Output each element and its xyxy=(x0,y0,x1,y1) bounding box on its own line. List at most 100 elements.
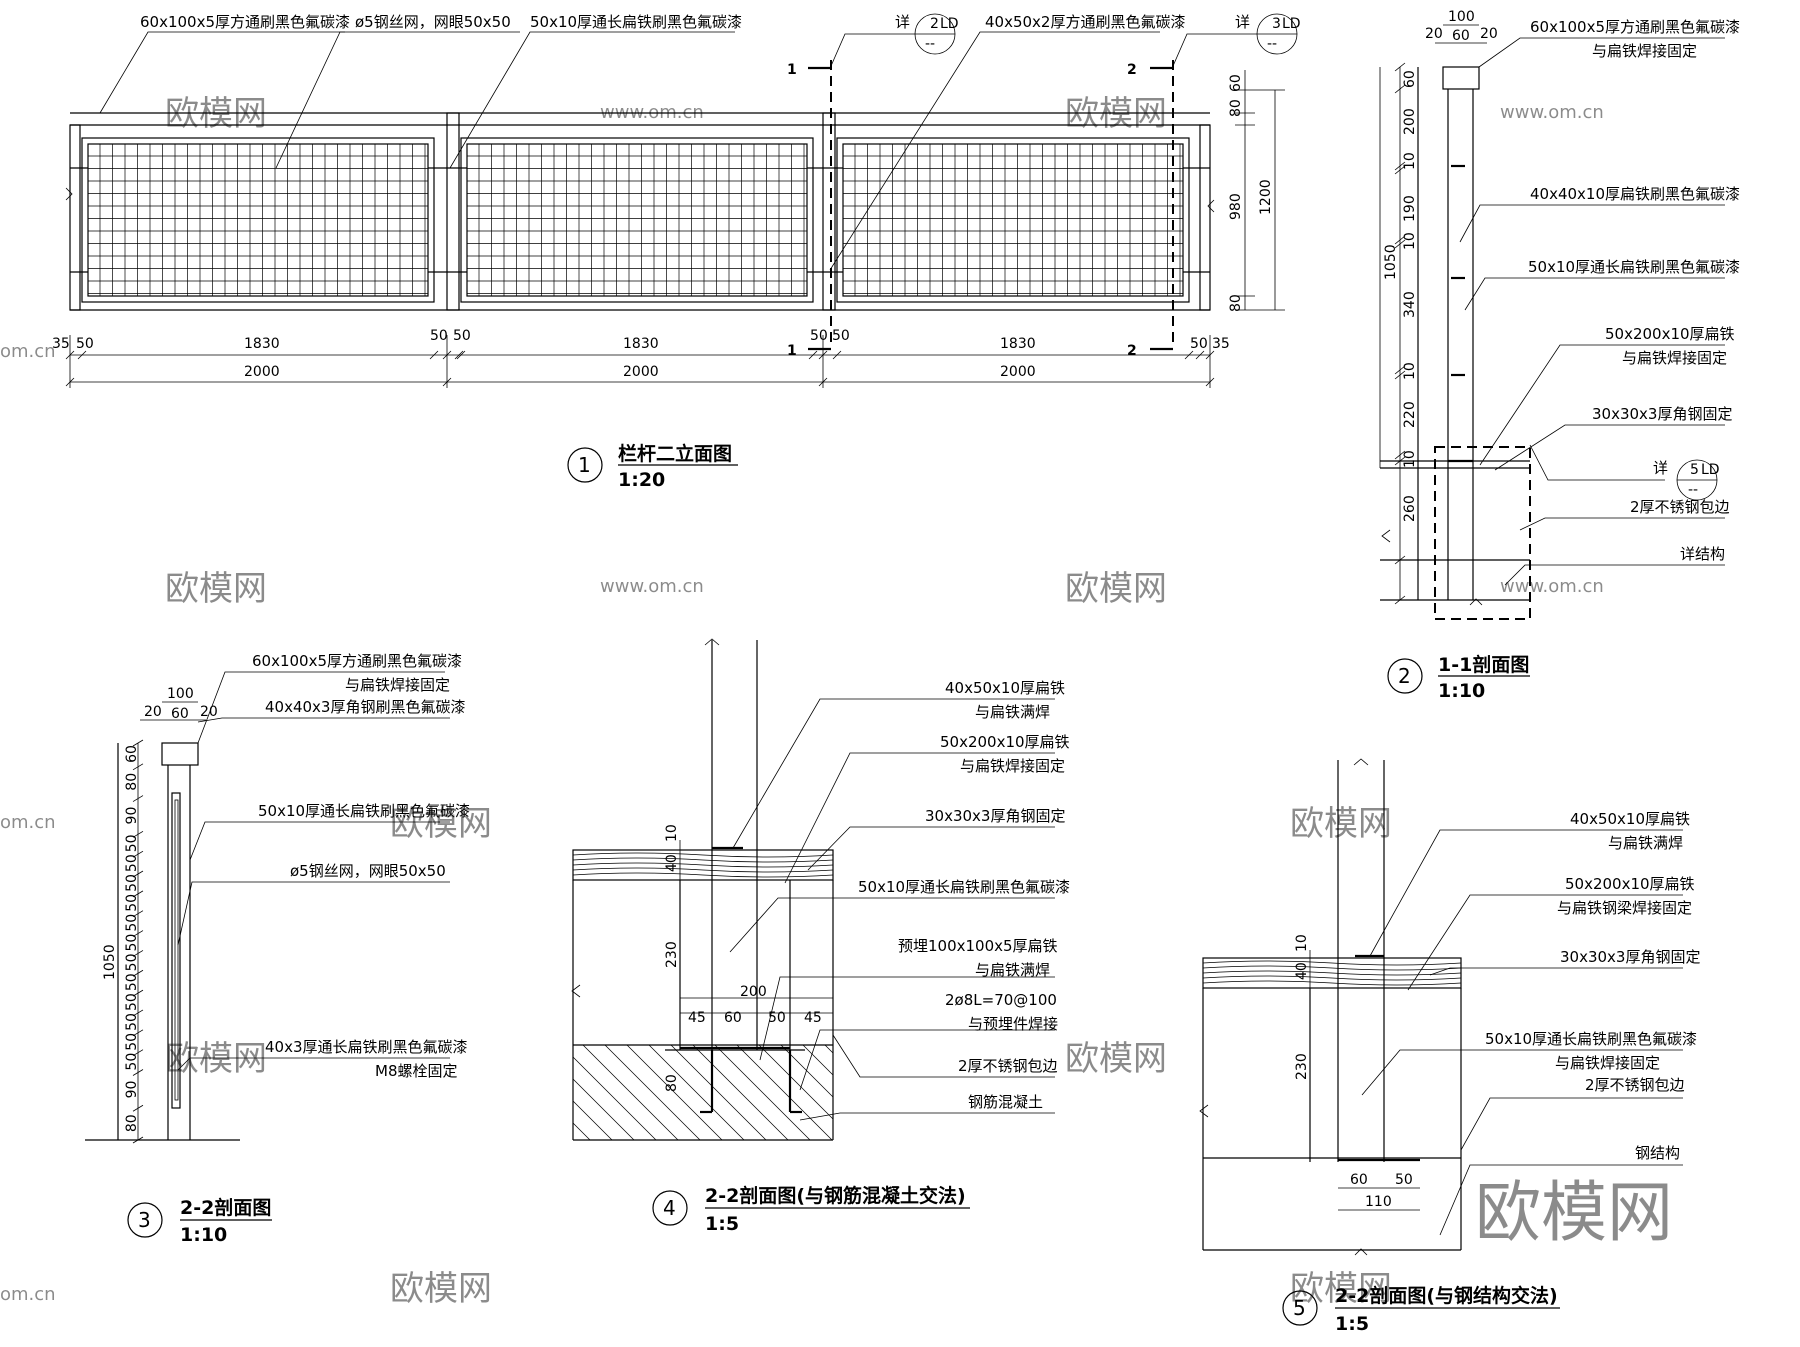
watermark-brand: 欧模网 xyxy=(165,1039,267,1079)
detail-ref-sub: -- xyxy=(1267,36,1277,52)
label: 50x200x10厚扁铁 xyxy=(940,733,1070,751)
view-scale: 1:10 xyxy=(1438,680,1485,702)
section-mark: 2 xyxy=(1127,343,1137,359)
dim: 1050 xyxy=(1383,244,1399,280)
dim: 80 xyxy=(124,773,140,791)
watermark-url: www.om.cn xyxy=(1500,102,1604,123)
detail-ref-prefix: 详 xyxy=(1653,459,1668,477)
view-number: 1 xyxy=(578,453,591,477)
detail-ref-num: 3 xyxy=(1272,16,1281,32)
label: 与扁铁焊接固定 xyxy=(345,676,450,694)
label: 与扁铁满焊 xyxy=(1608,834,1683,852)
dim: 90 xyxy=(124,1081,140,1099)
wire-mesh-panel xyxy=(467,144,807,296)
label: 50x10厚通长扁铁刷黑色氟碳漆 xyxy=(858,878,1070,896)
watermark-url: om.cn xyxy=(0,341,56,362)
label: 30x30x3厚角钢固定 xyxy=(1560,948,1700,966)
wire-mesh-panel xyxy=(843,144,1183,296)
dim: 90 xyxy=(124,807,140,825)
detail-ref-sub: -- xyxy=(925,36,935,52)
dim: 50 xyxy=(124,1033,140,1051)
dim: 1830 xyxy=(623,336,659,352)
dim: 50 xyxy=(124,914,140,932)
watermark-brand: 欧模网 xyxy=(1290,1269,1392,1309)
dim: 340 xyxy=(1402,291,1418,318)
view-number: 3 xyxy=(138,1208,151,1232)
label: 2ø8L=70@100 xyxy=(945,991,1057,1009)
label: 50x200x10厚扁铁 xyxy=(1565,875,1695,893)
dim: 50 xyxy=(1190,336,1208,352)
dim: 20 xyxy=(1425,26,1443,42)
dim: 50 xyxy=(124,874,140,892)
dim: 80 xyxy=(124,1114,140,1132)
dim: 220 xyxy=(1402,401,1418,428)
label: 2厚不锈钢包边 xyxy=(1585,1076,1685,1094)
dim: 50 xyxy=(76,336,94,352)
dim: 60 xyxy=(1402,70,1418,88)
label-square-tube: 40x50x2厚方通刷黑色氟碳漆 xyxy=(985,13,1185,31)
view-title: 栏杆二立面图 xyxy=(618,442,732,465)
view-title: 2-2剖面图(与钢筋混凝土交法) xyxy=(705,1184,966,1207)
dim: 200 xyxy=(1402,108,1418,135)
concrete-hatch xyxy=(572,1044,834,1141)
label: 40x50x10厚扁铁 xyxy=(1570,810,1690,828)
detail-ref-prefix: 详 xyxy=(895,13,910,31)
section-mark: 1 xyxy=(787,62,797,78)
label: 50x10厚通长扁铁刷黑色氟碳漆 xyxy=(258,802,470,820)
dim: 10 xyxy=(664,824,680,842)
dim: 1830 xyxy=(1000,336,1036,352)
section-mark: 2 xyxy=(1127,62,1137,78)
dim: 230 xyxy=(664,941,680,968)
wire-mesh-panel xyxy=(88,144,428,296)
label: 30x30x3厚角钢固定 xyxy=(925,807,1065,825)
dim: 50 xyxy=(124,954,140,972)
view-scale: 1:5 xyxy=(705,1213,739,1235)
watermark-brand: 欧模网 xyxy=(1065,94,1167,134)
dim: 10 xyxy=(1402,152,1418,170)
dim: 50 xyxy=(124,834,140,852)
dim: 50 xyxy=(810,328,828,344)
dim: 20 xyxy=(1480,26,1498,42)
watermark-url: www.om.cn xyxy=(1500,576,1604,597)
label: 30x30x3厚角钢固定 xyxy=(1592,405,1732,423)
view-number: 5 xyxy=(1293,1296,1306,1320)
label: 60x100x5厚方通刷黑色氟碳漆 xyxy=(1530,18,1740,36)
label: 与扁铁焊接固定 xyxy=(1592,42,1697,60)
label: 与扁铁满焊 xyxy=(975,961,1050,979)
dim: 2000 xyxy=(244,364,280,380)
dim: 50 xyxy=(124,894,140,912)
watermark-brand: 欧模网 xyxy=(390,804,492,844)
label: 钢筋混凝土 xyxy=(968,1093,1043,1111)
dim: 230 xyxy=(1294,1053,1310,1080)
label: 与扁铁焊接固定 xyxy=(960,757,1065,775)
dim: 20 xyxy=(144,704,162,720)
label: 与预埋件焊接 xyxy=(968,1015,1058,1033)
dim: 2000 xyxy=(1000,364,1036,380)
view-number: 4 xyxy=(663,1196,676,1220)
label: 钢结构 xyxy=(1635,1144,1680,1162)
view5-steel-connection: 60 50 110 10 40 230 40x50x10厚扁铁 与扁铁满焊 50… xyxy=(1199,758,1700,1335)
dim: 45 xyxy=(804,1010,822,1026)
watermark-brand: 欧模网 xyxy=(390,1269,492,1309)
detail-ref-prefix: 详 xyxy=(1235,13,1250,31)
view-scale: 1:5 xyxy=(1335,1313,1369,1335)
dim: 35 xyxy=(1212,336,1230,352)
dim: 40 xyxy=(1294,962,1310,980)
view-number: 2 xyxy=(1398,664,1411,688)
dim: 60 xyxy=(1452,28,1470,44)
dim: 2000 xyxy=(623,364,659,380)
dim: 10 xyxy=(1402,362,1418,380)
dim: 50 xyxy=(430,328,448,344)
detail-ref-sheet: LD xyxy=(940,16,959,32)
dim: 60 xyxy=(171,706,189,722)
label: 40x40x10厚扁铁刷黑色氟碳漆 xyxy=(1530,185,1740,203)
watermark-layer: 欧模网 欧模网 www.om.cn www.om.cn 欧模网 欧模网 www.… xyxy=(0,94,1673,1309)
dim: 1830 xyxy=(244,336,280,352)
watermark-url: www.om.cn xyxy=(600,576,704,597)
dim: 10 xyxy=(1402,232,1418,250)
detail-ref-sheet: LD xyxy=(1701,462,1720,478)
dim: 80 xyxy=(1228,99,1244,117)
dim: 1200 xyxy=(1258,179,1274,215)
label: 40x3厚通长扁铁刷黑色氟碳漆 xyxy=(265,1038,468,1056)
label: 预埋100x100x5厚扁铁 xyxy=(898,937,1058,955)
